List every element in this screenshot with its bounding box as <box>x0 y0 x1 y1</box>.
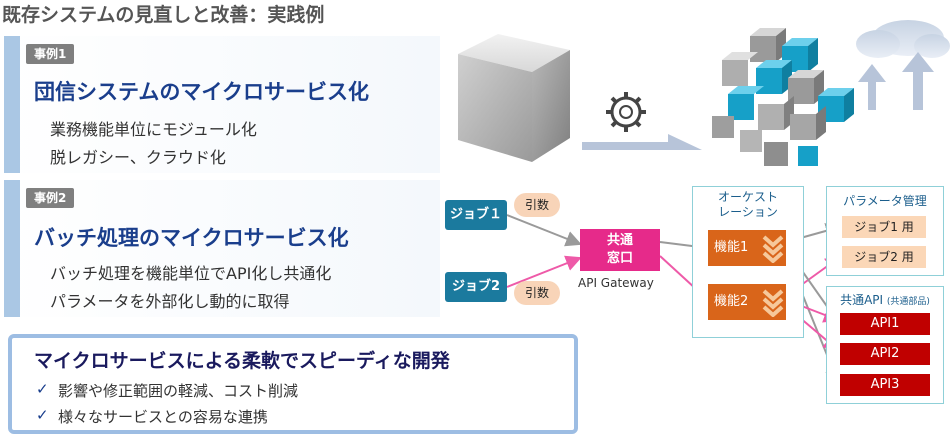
case-1-point-1: 業務機能単位にモジュール化 <box>50 120 257 139</box>
summary-box: マイクロサービスによる柔軟でスピーディな開発 ✓ 影響や修正範囲の軽減、コスト削… <box>8 334 578 434</box>
case-1-accent-bar <box>4 36 20 173</box>
summary-title: マイクロサービスによる柔軟でスピーディな開発 <box>34 350 450 372</box>
parameter-item-job1: ジョブ1 用 <box>842 216 926 238</box>
api-1-node: API1 <box>840 313 930 335</box>
gateway-line-2: 窓口 <box>606 251 633 266</box>
case-1-block: 事例1 団信システムのマイクロサービス化 業務機能単位にモジュール化 脱レガシー… <box>0 36 440 173</box>
common-api-subtitle: (共通部品) <box>886 297 930 307</box>
function-1-label: 機能1 <box>714 240 749 255</box>
common-api-title: 共通API (共通部品) <box>826 291 944 308</box>
gear-icon <box>606 92 646 132</box>
summary-item-2: ✓ 様々なサービスとの容易な連携 <box>36 406 268 427</box>
case-2-badge: 事例2 <box>26 188 75 208</box>
job-1-node: ジョブ１ <box>445 200 507 230</box>
summary-item-2-text: 様々なサービスとの容易な連携 <box>58 408 268 426</box>
case-2-accent-bar <box>4 180 20 317</box>
case-2-block: 事例2 バッチ処理のマイクロサービス化 バッチ処理を機能単位でAPI化し共通化 … <box>0 180 440 317</box>
api-gateway-caption: API Gateway <box>578 276 654 290</box>
summary-item-1-text: 影響や修正範囲の軽減、コスト削減 <box>58 382 299 400</box>
job-2-node: ジョブ2 <box>445 272 507 302</box>
function-2-label: 機能2 <box>714 294 749 309</box>
api-2-node: API2 <box>840 343 930 365</box>
function-1-node: 機能1 <box>708 230 786 266</box>
case-1-heading: 団信システムのマイクロサービス化 <box>34 80 369 104</box>
page-title: 既存システムの見直しと改善：実践例 <box>2 4 325 26</box>
argument-2-label: 引数 <box>514 281 560 305</box>
upload-arrows-icon <box>858 52 934 110</box>
chevron-down-icon <box>762 235 784 263</box>
parameter-management-title: パラメータ管理 <box>843 194 927 208</box>
microservice-blocks-icon <box>712 28 854 166</box>
api-gateway-node: 共通 窓口 <box>580 229 660 271</box>
legacy-to-microservice-illustration <box>458 20 950 166</box>
orchestration-title-line-1: オーケスト <box>717 190 778 204</box>
api-3-node: API3 <box>840 374 930 396</box>
check-icon: ✓ <box>36 380 49 398</box>
function-2-node: 機能2 <box>708 284 786 320</box>
case-1-point-2: 脱レガシー、クラウド化 <box>50 148 226 167</box>
cloud-icon <box>856 20 950 58</box>
case-2-point-1: バッチ処理を機能単位でAPI化し共通化 <box>50 264 332 283</box>
case-1-badge: 事例1 <box>26 44 75 64</box>
chevron-down-icon <box>762 289 784 317</box>
gateway-line-1: 共通 <box>606 233 633 248</box>
case-2-point-2: パラメータを外部化し動的に取得 <box>50 292 290 311</box>
check-icon: ✓ <box>36 406 49 424</box>
summary-item-1: ✓ 影響や修正範囲の軽減、コスト削減 <box>36 380 299 401</box>
orchestration-title: オーケスト レーション <box>692 190 804 220</box>
argument-1-label: 引数 <box>514 193 560 217</box>
transform-arrow-icon <box>582 134 702 150</box>
orchestration-title-line-2: レーション <box>718 205 778 219</box>
common-api-title-text: 共通API <box>840 293 884 307</box>
legacy-system-cube-icon <box>458 34 570 162</box>
case-2-heading: バッチ処理のマイクロサービス化 <box>34 226 349 250</box>
parameter-item-job2: ジョブ2 用 <box>842 246 926 268</box>
